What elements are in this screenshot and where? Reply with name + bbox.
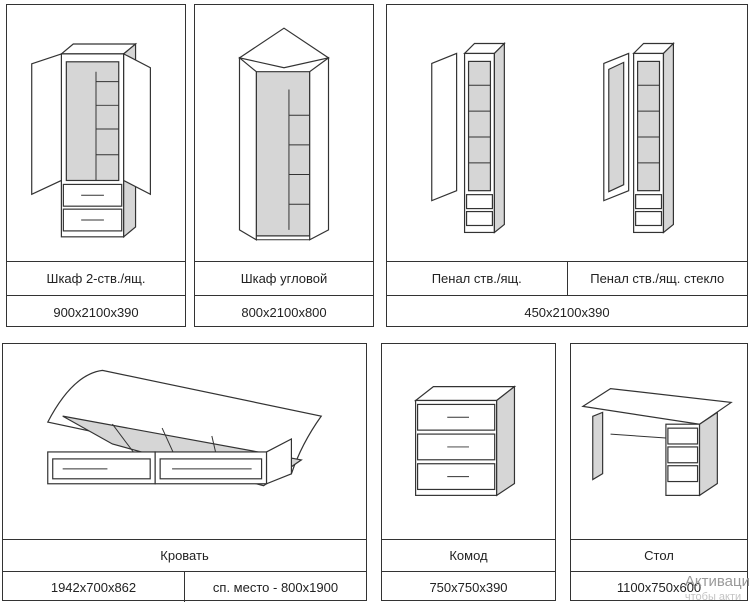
desk-name-row: Стол — [571, 539, 747, 571]
bed-sleep-place: сп. место - 800х1900 — [212, 579, 339, 595]
desk-size: 1100х750х600 — [616, 579, 702, 595]
wardrobe-2-door-name-row: Шкаф 2-ств./ящ. — [7, 261, 185, 295]
wardrobe-2-door-size-row: 900х2100х390 — [7, 295, 185, 328]
dresser-size-row: 750х750х390 — [382, 571, 555, 602]
corner-wardrobe-image — [195, 5, 373, 261]
dresser-drawing — [413, 385, 517, 497]
dresser-name-row: Комод — [382, 539, 555, 571]
activation-watermark-line1: Активаци — [684, 573, 750, 591]
pencil-case-solid — [431, 42, 506, 234]
corner-wardrobe-drawing — [238, 27, 330, 241]
corner-wardrobe-name-row: Шкаф угловой — [195, 261, 373, 295]
desk-size-row: 1100х750х600 — [571, 571, 747, 602]
corner-wardrobe-name: Шкаф угловой — [240, 271, 328, 286]
pencil-case-size: 450х2100х390 — [524, 304, 610, 320]
activation-watermark-line2: чтобы акти — [684, 590, 742, 603]
activation-watermark: Активаци чтобы акти — [685, 574, 750, 603]
card-pencil-case: Пенал ств./ящ. Пенал ств./ящ. стекло 450… — [386, 4, 748, 327]
pencil-case-image — [387, 5, 747, 261]
wardrobe-2-door-size: 900х2100х390 — [53, 304, 139, 320]
pencil-case-glass-name: Пенал ств./ящ. стекло — [590, 271, 725, 286]
desk-image — [571, 344, 747, 539]
dresser-size: 750х750х390 — [429, 579, 508, 595]
corner-wardrobe-size: 800х2100х800 — [241, 304, 327, 320]
bed-size-row: 1942х700х862 сп. место - 800х1900 — [3, 571, 366, 602]
bed-sleep-place-cell: сп. место - 800х1900 — [184, 572, 366, 602]
pencil-case-name: Пенал ств./ящ. — [431, 271, 522, 286]
card-dresser: Комод 750х750х390 — [381, 343, 556, 601]
card-bed: Кровать 1942х700х862 сп. место - 800х190… — [2, 343, 367, 602]
corner-wardrobe-size-row: 800х2100х800 — [195, 295, 373, 328]
dresser-name: Комод — [449, 548, 488, 563]
pencil-case-glass — [603, 42, 675, 234]
bed-name: Кровать — [160, 548, 209, 563]
bed-image — [3, 344, 366, 539]
card-corner-wardrobe: Шкаф угловой 800х2100х800 — [194, 4, 374, 327]
pencil-case-size-row: 450х2100х390 — [387, 295, 747, 328]
pencil-case-name-row: Пенал ств./ящ. Пенал ств./ящ. стекло — [387, 261, 747, 295]
bed-drawing — [46, 369, 323, 487]
wardrobe-2-door-drawing — [31, 42, 151, 239]
bed-size-cell: 1942х700х862 — [3, 572, 184, 602]
desk-name: Стол — [644, 548, 674, 563]
dresser-image — [382, 344, 555, 539]
card-wardrobe-2-door: Шкаф 2-ств./ящ. 900х2100х390 — [6, 4, 186, 327]
pencil-case-name-cell: Пенал ств./ящ. — [387, 262, 567, 295]
wardrobe-2-door-image — [7, 5, 185, 261]
desk-drawing — [581, 387, 733, 497]
pencil-case-glass-name-cell: Пенал ств./ящ. стекло — [566, 262, 748, 295]
pencil-case-drawing — [431, 42, 675, 234]
bed-name-row: Кровать — [3, 539, 366, 571]
bed-size: 1942х700х862 — [50, 579, 137, 595]
card-desk: Стол 1100х750х600 — [570, 343, 748, 601]
wardrobe-2-door-name: Шкаф 2-ств./ящ. — [46, 271, 146, 286]
